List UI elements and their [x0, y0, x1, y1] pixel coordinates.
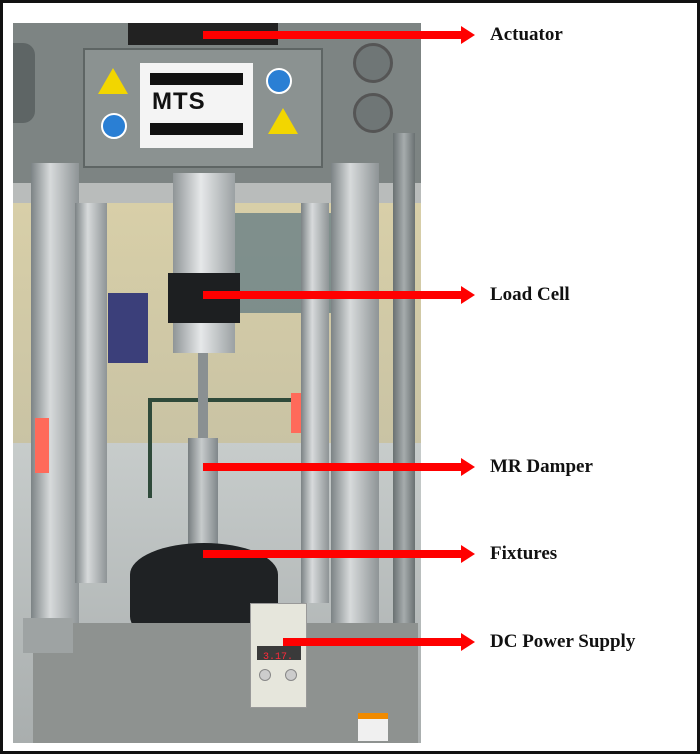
label-actuator: Actuator	[490, 24, 563, 45]
tag	[291, 393, 301, 433]
arrow-load-cell	[203, 286, 475, 304]
warning-sticker	[358, 713, 388, 741]
column-foot	[23, 618, 73, 653]
label-fixtures: Fixtures	[490, 543, 558, 564]
dc-power-supply-unit: 3.17.	[250, 603, 307, 708]
side-disc	[353, 43, 393, 83]
display-reading: 3.17.	[263, 652, 294, 663]
warning-icon	[98, 68, 128, 94]
column	[331, 163, 379, 633]
wall-notice-board	[108, 293, 148, 363]
arrow-mr-damper	[203, 458, 475, 476]
power-supply-display: 3.17.	[257, 646, 301, 663]
mts-logo: MTS	[140, 63, 253, 148]
background-table	[148, 398, 308, 498]
side-disc	[13, 43, 35, 123]
side-rod	[393, 133, 415, 733]
tag	[35, 418, 49, 473]
machine-photo: MTS 3.17.	[13, 23, 421, 743]
actuator-piston	[173, 173, 235, 273]
load-cell-adapter	[173, 323, 235, 353]
side-disc	[353, 93, 393, 133]
label-load-cell: Load Cell	[490, 284, 570, 305]
knob	[259, 669, 271, 681]
arrow-fixtures	[203, 545, 475, 563]
mts-logo-text: MTS	[152, 88, 206, 115]
label-dc-power-supply: DC Power Supply	[490, 631, 636, 652]
column	[301, 203, 329, 603]
arrow-dc-power-supply	[283, 633, 475, 651]
arrow-actuator	[203, 26, 475, 44]
warning-icon	[268, 108, 298, 134]
column	[75, 203, 107, 583]
knob	[285, 669, 297, 681]
label-mr-damper: MR Damper	[490, 456, 593, 477]
manual-icon	[101, 113, 127, 139]
piston-rod	[198, 353, 208, 438]
eye-protection-icon	[266, 68, 292, 94]
column	[31, 163, 79, 643]
mr-damper	[188, 438, 218, 553]
